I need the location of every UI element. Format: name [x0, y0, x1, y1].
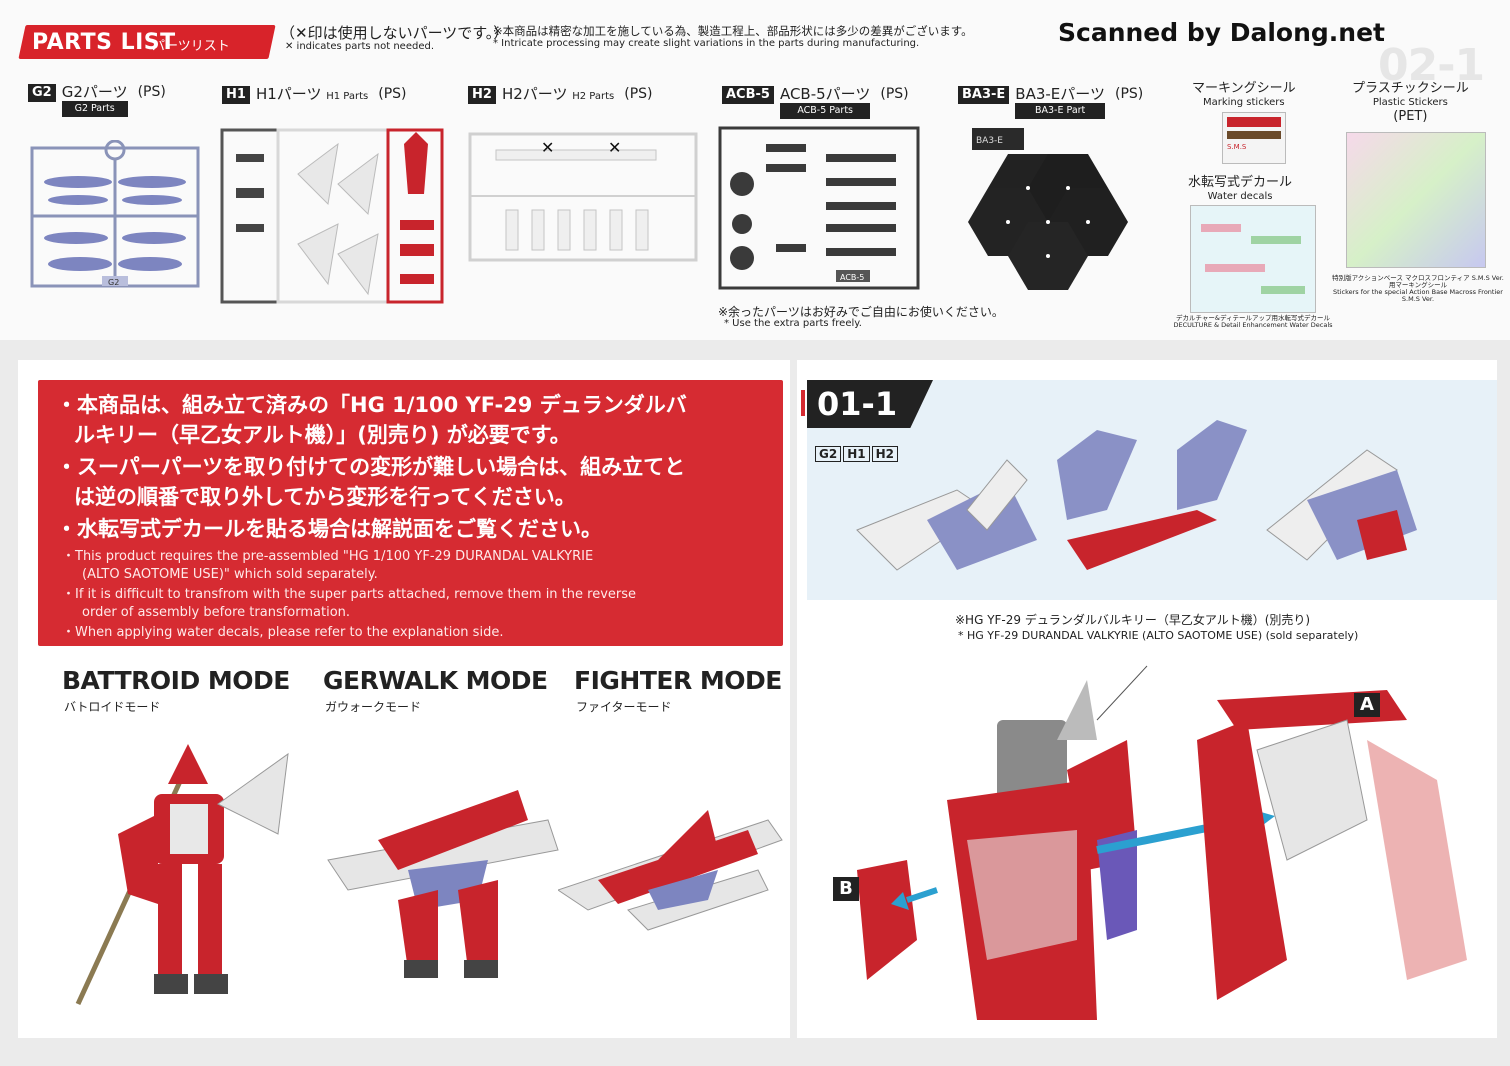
not-needed-mark: ✕	[608, 138, 622, 157]
not-needed-mark: ✕	[541, 138, 555, 157]
runner-h1-illustration	[220, 128, 444, 304]
step-accent-bar	[801, 390, 805, 416]
runner-tag: H2	[871, 446, 899, 462]
scan-credit: Scanned by Dalong.net	[1058, 18, 1386, 47]
part-header-h1: H1 H1パーツ H1 Parts (PS)	[222, 86, 407, 105]
marking-sticker-sheet: S.M.S	[1222, 112, 1286, 164]
mode-title-gerwalk: GERWALK MODE	[323, 666, 548, 695]
x-note-en: ✕ indicates parts not needed.	[285, 41, 435, 52]
base-ba3e-illustration: BA3-E	[968, 128, 1128, 290]
part-header-h2: H2 H2パーツ H2 Parts (PS)	[468, 86, 653, 105]
step-requirement-note-jp: ※HG YF-29 デュランダルバルキリー（早乙女アルト機）(別売り)	[955, 613, 1311, 627]
notice-en-line: order of assembly before transformation.	[82, 605, 351, 620]
part-material: (PS)	[1114, 86, 1144, 102]
runner-g2-illustration: G2	[30, 140, 200, 288]
runner-g2-label: G2	[108, 278, 119, 287]
notice-box: ・本商品は、組み立て済みの「HG 1/100 YF-29 デュランダルバ ルキリ…	[38, 380, 783, 646]
part-tag: H2	[468, 86, 496, 104]
marker-a: A	[1354, 693, 1380, 717]
step-requirement-note-en: * HG YF-29 DURANDAL VALKYRIE (ALTO SAOTO…	[958, 629, 1359, 642]
notice-en-line: ・This product requires the pre-assembled…	[62, 549, 594, 564]
part-name: H2パーツ H2 Parts	[501, 85, 615, 103]
base-ba3e-label: BA3-E	[976, 136, 1003, 146]
mode-title-battroid: BATTROID MODE	[62, 666, 290, 695]
notice-jp-line: ・スーパーパーツを取り付けての変形が難しい場合は、組み立てと	[56, 455, 686, 479]
notice-en-line: ・When applying water decals, please refe…	[62, 625, 504, 640]
corner-step-code: 02-1	[1378, 40, 1485, 91]
extra-parts-note-en: * Use the extra parts freely.	[724, 318, 862, 329]
step-runner-tags: G2 H1 H2	[815, 446, 899, 462]
part-material: (PS)	[880, 86, 909, 102]
fighter-mode-illustration	[558, 810, 783, 931]
runner-acb5-illustration: ACB-5	[718, 126, 920, 290]
part-material: (PS)	[137, 84, 166, 100]
plastic-sticker-caption: 特別版アクションベース マクロスフロンティア S.M.S Ver. 用マーキング…	[1332, 274, 1504, 303]
notice-en-line: (ALTO SAOTOME USE)" which sold separatel…	[82, 567, 378, 582]
runner-tag: G2	[815, 446, 842, 462]
mode-sub-battroid: バトロイドモード	[64, 700, 161, 714]
notice-jp-line: ルキリー（早乙女アルト機）」(別売り) が必要です。	[74, 423, 571, 447]
runner-tag: H1	[843, 446, 870, 462]
part-tag: G2	[28, 84, 56, 102]
mode-title-fighter: FIGHTER MODE	[574, 666, 782, 695]
part-name: H1パーツ H1 Parts	[255, 85, 369, 103]
notice-jp-line: ・水転写式デカールを貼る場合は解説面をご覧ください。	[56, 517, 602, 541]
parts-list-section: PARTS LIST パーツリスト （✕印は使用しないパーツです。） ✕ ind…	[0, 0, 1510, 340]
extra-parts-note-jp: ※余ったパーツはお好みでご自由にお使いください。	[718, 305, 1004, 319]
notice-en-line: ・If it is difficult to transfrom with th…	[62, 587, 637, 602]
marker-b: B	[833, 877, 859, 901]
notice-jp-line: ・本商品は、組み立て済みの「HG 1/100 YF-29 デュランダルバ	[56, 393, 687, 417]
water-decal-sheet	[1190, 205, 1316, 313]
step-assembly-illustration	[857, 665, 1467, 1020]
notice-jp-line: は逆の順番で取り外してから変形を行ってください。	[74, 485, 576, 509]
parts-list-title: PARTS LIST	[32, 30, 176, 55]
modes-panel: ・本商品は、組み立て済みの「HG 1/100 YF-29 デュランダルバ ルキリ…	[18, 360, 790, 1038]
part-tag: ACB-5	[722, 86, 774, 104]
step-parts-illustration	[856, 420, 1417, 571]
part-tag: H1	[222, 86, 250, 104]
caution-en: * Intricate processing may create slight…	[493, 38, 920, 49]
instructions-section: ・本商品は、組み立て済みの「HG 1/100 YF-29 デュランダルバ ルキリ…	[0, 340, 1510, 1066]
mode-sub-fighter: ファイターモード	[576, 700, 672, 714]
battroid-mode-illustration	[75, 744, 289, 1006]
caution-jp: ※本商品は精密な加工を施している為、製造工程上、部品形状には多少の差異がございま…	[493, 24, 973, 38]
mode-sub-gerwalk: ガウォークモード	[325, 700, 422, 714]
part-tag: BA3-E	[958, 86, 1010, 104]
step-number: 01-1	[807, 380, 933, 428]
parts-list-title-jp: パーツリスト	[152, 39, 230, 54]
plastic-sticker-sheet	[1346, 132, 1486, 268]
x-note-jp: （✕印は使用しないパーツです。）	[280, 24, 509, 42]
gerwalk-mode-illustration	[327, 790, 559, 978]
runner-acb5-label: ACB-5	[840, 273, 864, 282]
part-material: (PS)	[378, 86, 407, 102]
step-panel: 01-1 G2 H1 H2 ※HG YF-29 デュランダルバルキリー（早乙女ア…	[797, 360, 1497, 1038]
part-material: (PS)	[624, 86, 653, 102]
runner-h2-illustration	[468, 132, 698, 262]
